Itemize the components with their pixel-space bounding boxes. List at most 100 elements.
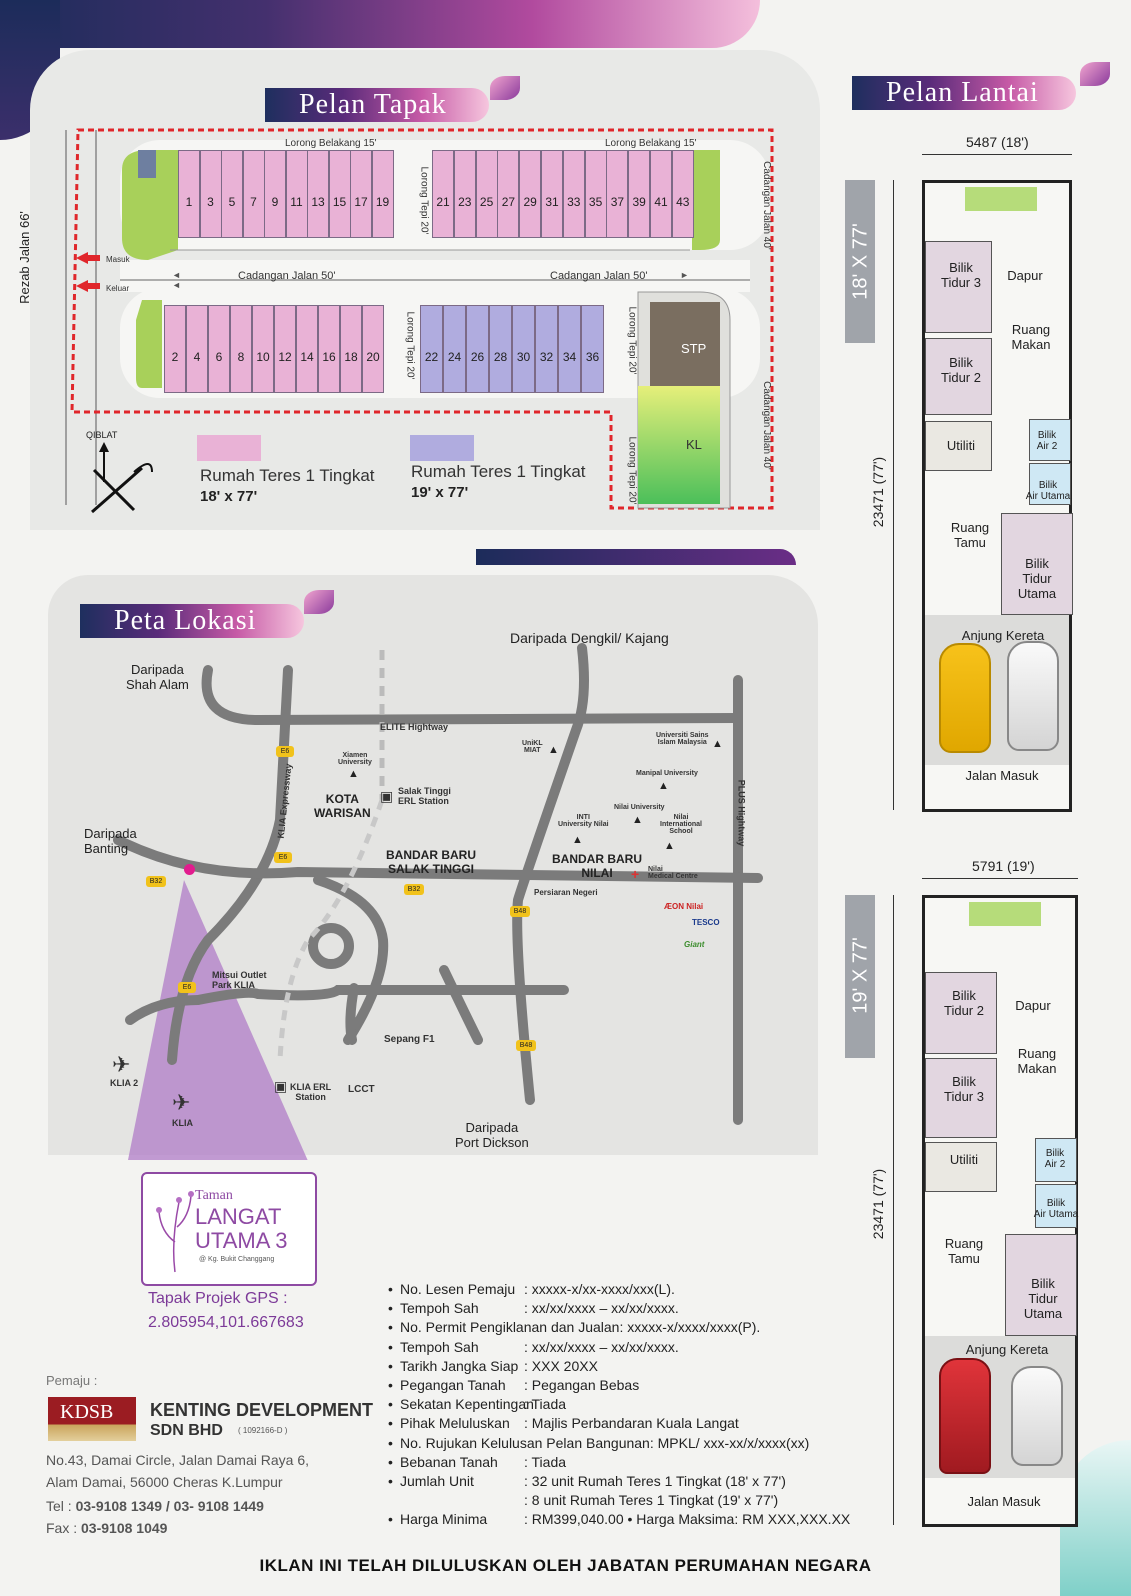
- lot-28: 28: [489, 305, 512, 393]
- b32-badge: B32: [404, 884, 424, 895]
- developer-fax: Fax : 03-9108 1049: [46, 1520, 167, 1536]
- detail-value: : Pegangan Bebas: [524, 1377, 640, 1393]
- kdsb-logo: KDSB: [48, 1397, 136, 1441]
- map-banting: Daripada Banting: [84, 826, 137, 856]
- plan2-makan: Ruang Makan: [1017, 1046, 1057, 1076]
- location-map-drawing: [113, 643, 763, 1160]
- bullet-icon: •: [388, 1511, 393, 1528]
- bullet-icon: •: [388, 1377, 393, 1393]
- cadangan-jalan-40-top: Cadangan Jalan 40': [760, 161, 772, 250]
- tel-label: Tel :: [46, 1498, 76, 1514]
- room-btu: [1005, 1234, 1077, 1336]
- kdsb-logo-text: KDSB: [60, 1401, 114, 1423]
- e6-badge: E6: [274, 852, 292, 863]
- plan1-jalan: Jalan Masuk: [965, 768, 1039, 783]
- detail-key: Tempoh Sah: [400, 1338, 479, 1355]
- floor-plan-2: [922, 895, 1078, 1527]
- graduation-cap-icon: ▲: [712, 738, 723, 750]
- plan2-bt-a: Bilik Tidur 2: [944, 988, 984, 1018]
- floor-plan-title: Pelan Lantai: [852, 76, 1076, 110]
- e6-badge: E6: [276, 746, 294, 757]
- legend-size-blue: 19' x 77': [411, 484, 469, 501]
- lorong-tepi-stp: Lorong Tepi 20': [626, 306, 638, 375]
- car-white-icon: [1007, 641, 1059, 751]
- map-giant: Giant: [684, 940, 705, 949]
- bullet-icon: •: [388, 1319, 393, 1336]
- map-sepang: Sepang F1: [384, 1034, 435, 1045]
- car-yellow-icon: [939, 643, 991, 753]
- detail-row: •Tempoh Sah: xx/xx/xxxx – xx/xx/xxxx.: [388, 1300, 868, 1318]
- fax-label: Fax :: [46, 1520, 82, 1536]
- compass-icon: [91, 442, 153, 514]
- lot-22: 22: [420, 305, 443, 393]
- garden-strip: [965, 187, 1037, 211]
- detail-value: : RM399,040.00 • Harga Maksima: RM XXX,X…: [524, 1511, 851, 1528]
- plan2-tag-bg: [845, 895, 875, 1058]
- plan2-tag: 19' X 77': [849, 937, 872, 1014]
- map-bb-salak: BANDAR BARU SALAK TINGGI: [386, 848, 476, 876]
- map-manipal: Manipal University: [636, 770, 698, 777]
- lot-4: 4: [186, 305, 208, 393]
- flourish-icon: [490, 76, 520, 100]
- plan2-width-line: [922, 878, 1078, 879]
- lorong-tepi-kl: Lorong Tepi 20': [626, 436, 638, 505]
- plan1-width-line: [922, 154, 1072, 155]
- flourish-icon: [1080, 62, 1110, 86]
- developer-name-1: KENTING DEVELOPMENT: [150, 1400, 374, 1420]
- plan2-anjung: Anjung Kereta: [965, 1342, 1049, 1357]
- lot-6: 6: [208, 305, 230, 393]
- plane-icon: ✈: [172, 1090, 191, 1115]
- detail-value: : Tiada: [524, 1396, 567, 1413]
- lot-20: 20: [362, 305, 384, 393]
- lot-13: 13: [307, 150, 329, 238]
- detail-row: •No. Lesen Pemaju: xxxxx-x/xx-xxxx/xxx(L…: [388, 1281, 868, 1299]
- plan1-bt-b: Bilik Tidur 2: [941, 355, 981, 385]
- plan2-width: 5791 (19'): [972, 858, 1035, 874]
- rezab-jalan-label: Rezab Jalan 66': [16, 211, 32, 304]
- lot-15: 15: [328, 150, 351, 238]
- room-bt-a: [925, 241, 992, 333]
- bullet-icon: •: [388, 1338, 393, 1355]
- masuk-label: Masuk: [106, 255, 130, 264]
- developer-address-1: No.43, Damai Circle, Jalan Damai Raya 6,: [46, 1452, 309, 1468]
- map-dengkil: Daripada Dengkil/ Kajang: [510, 630, 669, 646]
- detail-value: : 8 unit Rumah Teres 1 Tingkat (19' x 77…: [524, 1492, 779, 1509]
- qiblat-compass: QIBLAT: [82, 428, 162, 518]
- lot-33: 33: [562, 150, 585, 238]
- map-persiaran: Persiaran Negeri: [534, 888, 598, 897]
- tel-value: 03-9108 1349 / 03- 9108 1449: [75, 1498, 264, 1514]
- map-elite: ELITE Hightway: [380, 722, 449, 732]
- plan2-utiliti: Utiliti: [949, 1152, 979, 1167]
- cadangan-jalan-50-right: Cadangan Jalan 50': [550, 270, 648, 282]
- plan1-air-utama: Bilik Air Utama: [1025, 480, 1071, 502]
- lot-41: 41: [650, 150, 672, 238]
- legend-label-blue: Rumah Teres 1 Tingkat: [411, 462, 586, 481]
- lot-18: 18: [340, 305, 362, 393]
- site-plan-title: Pelan Tapak: [265, 88, 489, 122]
- lorong-tepi-top: Lorong Tepi 20': [418, 166, 430, 235]
- map-nilai-medical: Nilai Medical Centre: [648, 866, 698, 880]
- keluar-label: Keluar: [106, 284, 130, 293]
- detail-key: Sekatan Kepentingan: [400, 1396, 534, 1413]
- lot-2: 2: [164, 305, 186, 393]
- graduation-cap-icon: ▲: [348, 768, 359, 780]
- detail-row: •Pihak Meluluskan: Majlis Perbandaran Ku…: [388, 1415, 868, 1433]
- b32-badge: B32: [146, 876, 166, 887]
- lot-39: 39: [628, 150, 651, 238]
- detail-key: Jumlah Unit: [400, 1473, 474, 1489]
- project-sub: @ Kg. Bukit Changgang: [199, 1256, 275, 1263]
- lot-23: 23: [453, 150, 476, 238]
- lot-17: 17: [350, 150, 372, 238]
- svg-text:◄: ◄: [172, 270, 181, 280]
- detail-value: : 32 unit Rumah Teres 1 Tingkat (18' x 7…: [524, 1473, 786, 1489]
- room-utiliti: [925, 1142, 997, 1192]
- detail-row: •Bebanan Tanah: Tiada: [388, 1454, 868, 1472]
- plan1-dapur: Dapur: [1007, 268, 1043, 283]
- plan2-tamu: Ruang Tamu: [944, 1236, 984, 1266]
- detail-value: : Tiada: [524, 1453, 567, 1470]
- bullet-icon: •: [388, 1453, 393, 1470]
- project-location-marker: [184, 864, 195, 875]
